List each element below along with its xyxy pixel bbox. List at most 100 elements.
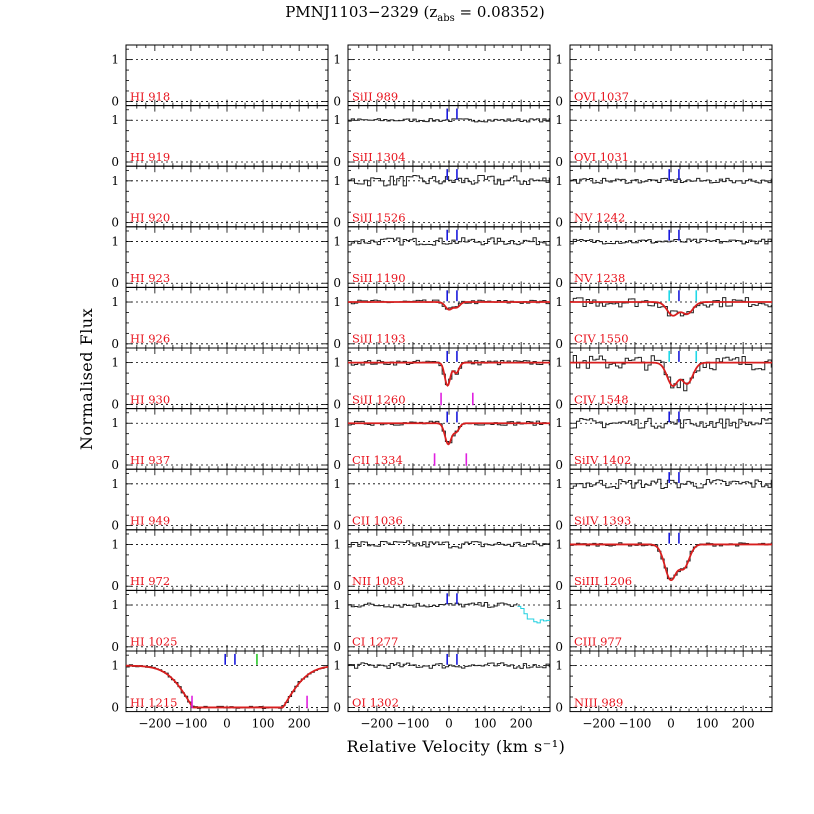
y-tick-label: 1 xyxy=(555,598,563,612)
y-tick-label: 1 xyxy=(111,53,119,67)
fit-model xyxy=(348,361,550,387)
x-axis-label: Relative Velocity (km s⁻¹) xyxy=(347,737,566,756)
y-tick-label: 1 xyxy=(333,477,341,491)
y-tick-label: 0 xyxy=(555,276,563,290)
transition-label: SiII 1526 xyxy=(352,210,406,224)
spectrum-panel: 0 1 HI 920 xyxy=(111,165,329,230)
y-tick-label: 0 xyxy=(555,94,563,108)
y-tick-label: 1 xyxy=(555,537,563,551)
flux-histogram xyxy=(570,417,772,429)
transition-label: CIII 977 xyxy=(574,635,622,649)
y-tick-label: 1 xyxy=(555,174,563,188)
y-tick-label: 0 xyxy=(111,519,119,533)
spectrum-panel: 0 1 HI 949 xyxy=(111,468,329,533)
transition-label: SiII 989 xyxy=(352,89,398,103)
y-tick-label: 0 xyxy=(333,640,341,654)
x-tick-label: 0 xyxy=(667,717,675,731)
spectrum-panel: 0 1 HI 923 xyxy=(111,226,329,290)
y-tick-label: 0 xyxy=(555,155,563,169)
transition-label: HI 930 xyxy=(130,392,170,406)
y-tick-label: 1 xyxy=(111,416,119,430)
y-tick-label: 0 xyxy=(111,155,119,169)
y-tick-label: 1 xyxy=(333,356,341,370)
x-tick-label: −200 xyxy=(360,717,393,731)
y-tick-label: 1 xyxy=(555,477,563,491)
transition-label: OI 1302 xyxy=(352,695,399,709)
x-tick-label: 200 xyxy=(732,717,755,731)
transition-label: HI 972 xyxy=(130,574,170,588)
transition-label: CI 1277 xyxy=(352,635,398,649)
flux-histogram xyxy=(348,420,550,444)
transition-label: SiII 1193 xyxy=(352,332,406,346)
y-tick-label: 0 xyxy=(333,94,341,108)
transition-label: SiIV 1402 xyxy=(574,453,631,467)
title-z-value: = 0.08352) xyxy=(455,3,545,21)
y-tick-label: 1 xyxy=(111,174,119,188)
y-tick-label: 0 xyxy=(333,276,341,290)
transition-label: HI 1025 xyxy=(130,635,178,649)
figure-title: PMNJ1103−2329 (zabs = 0.08352) xyxy=(285,3,545,24)
y-tick-label: 0 xyxy=(111,337,119,351)
transition-label: CII 1036 xyxy=(352,513,403,527)
flux-histogram xyxy=(570,177,772,184)
y-tick-label: 0 xyxy=(111,216,119,230)
spectrum-panel: 0 1 HI 919 xyxy=(111,105,329,169)
y-tick-label: 0 xyxy=(333,397,341,411)
flux-histogram xyxy=(570,355,772,392)
transition-label: NIII 989 xyxy=(574,695,623,709)
x-tick-label: −100 xyxy=(618,717,651,731)
x-tick-label: −100 xyxy=(396,717,429,731)
transition-label: HI 920 xyxy=(130,210,170,224)
flux-histogram xyxy=(348,237,550,246)
transition-label: SiII 1190 xyxy=(352,271,406,285)
y-tick-label: 0 xyxy=(555,458,563,472)
y-tick-label: 1 xyxy=(333,416,341,430)
fit-model xyxy=(570,301,772,317)
y-tick-label: 1 xyxy=(111,113,119,127)
transition-label: HI 949 xyxy=(130,513,170,527)
flux-histogram xyxy=(348,118,550,123)
transition-label: SiIV 1393 xyxy=(574,513,631,527)
fit-model xyxy=(348,301,550,311)
y-tick-label: 0 xyxy=(333,519,341,533)
x-tick-label: 100 xyxy=(474,717,497,731)
x-tick-label: −200 xyxy=(138,717,171,731)
y-tick-label: 0 xyxy=(111,94,119,108)
transition-label: HI 923 xyxy=(130,271,170,285)
y-tick-label: 1 xyxy=(555,659,563,673)
title-open-paren: ( xyxy=(419,3,430,21)
transition-label: HI 937 xyxy=(130,453,170,467)
y-tick-label: 0 xyxy=(555,640,563,654)
flux-histogram xyxy=(348,602,518,608)
transition-label: HI 919 xyxy=(130,150,170,164)
fit-model xyxy=(125,664,329,709)
y-tick-label: 1 xyxy=(333,537,341,551)
y-tick-label: 1 xyxy=(555,113,563,127)
y-tick-label: 1 xyxy=(111,295,119,309)
y-tick-label: 0 xyxy=(555,216,563,230)
y-tick-label: 1 xyxy=(111,234,119,248)
y-tick-label: 0 xyxy=(333,337,341,351)
y-tick-label: 1 xyxy=(111,477,119,491)
y-tick-label: 1 xyxy=(555,53,563,67)
y-tick-label: 0 xyxy=(111,276,119,290)
x-tick-label: 200 xyxy=(288,717,311,731)
